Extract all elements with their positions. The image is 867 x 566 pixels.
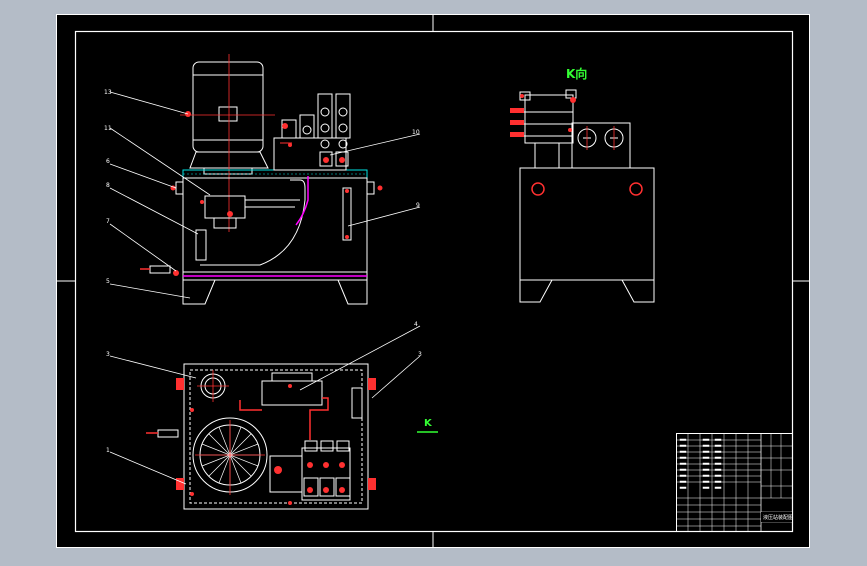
balloon-11: 11 bbox=[104, 125, 112, 132]
title-block-glyph bbox=[679, 462, 687, 465]
balloon-8: 8 bbox=[106, 182, 110, 189]
balloon-10: 10 bbox=[412, 129, 420, 136]
title-block-glyph bbox=[679, 450, 687, 453]
title-block-name: 液压站装配图 bbox=[763, 514, 793, 521]
balloon-7: 7 bbox=[106, 218, 110, 225]
title-block-glyph bbox=[702, 438, 710, 441]
pump bbox=[195, 195, 300, 261]
title-block-glyph bbox=[679, 444, 687, 447]
title-block-glyph bbox=[714, 450, 722, 453]
balloon-3b: 3 bbox=[418, 351, 422, 358]
front-view bbox=[140, 54, 383, 305]
title-block-glyph bbox=[702, 462, 710, 465]
drain-valve-top bbox=[146, 429, 179, 438]
level-gauge bbox=[342, 187, 352, 241]
title-block-glyph bbox=[679, 474, 687, 477]
balloon-5: 5 bbox=[106, 278, 110, 285]
valve-stack-front bbox=[273, 93, 351, 171]
title-block-glyph bbox=[702, 474, 710, 477]
k-view-marker: K bbox=[424, 418, 433, 429]
title-block-glyph bbox=[679, 480, 687, 483]
top-leaders bbox=[109, 325, 421, 485]
drawing-sheet bbox=[56, 14, 810, 548]
title-block-glyph bbox=[714, 444, 722, 447]
title-block-glyph bbox=[714, 486, 722, 489]
frame-center-marks bbox=[56, 14, 810, 548]
k-view: K向 bbox=[510, 66, 655, 303]
balloon-6: 6 bbox=[106, 158, 110, 165]
balloon-1: 1 bbox=[106, 447, 110, 454]
pressure-pipe bbox=[295, 176, 309, 226]
title-block-glyph bbox=[679, 486, 687, 489]
k-view-title: K向 bbox=[566, 66, 587, 81]
front-leaders bbox=[109, 91, 421, 299]
balloon-13: 13 bbox=[104, 89, 112, 96]
front-balloons: 13 11 6 8 7 5 10 9 bbox=[104, 89, 420, 285]
title-block-glyph bbox=[714, 468, 722, 471]
balloon-9: 9 bbox=[416, 202, 420, 209]
title-block-glyph bbox=[679, 456, 687, 459]
title-block-glyph bbox=[702, 486, 710, 489]
title-block-glyph bbox=[714, 462, 722, 465]
title-block-glyph bbox=[702, 456, 710, 459]
top-balloons: 3 4 3 1 bbox=[106, 321, 422, 454]
title-block: 液压站装配图 bbox=[676, 433, 793, 532]
title-block-glyph bbox=[714, 474, 722, 477]
title-block-glyph bbox=[679, 438, 687, 441]
drain-valve bbox=[140, 265, 179, 276]
balloon-3a: 3 bbox=[106, 351, 110, 358]
title-block-glyph bbox=[714, 456, 722, 459]
title-block-glyph bbox=[702, 450, 710, 453]
title-block-glyph bbox=[702, 480, 710, 483]
balloon-4: 4 bbox=[414, 321, 418, 328]
top-view: K bbox=[146, 363, 438, 510]
title-block-glyph bbox=[714, 438, 722, 441]
tank-body bbox=[182, 177, 368, 305]
title-block-glyph bbox=[702, 468, 710, 471]
title-block-glyph bbox=[702, 444, 710, 447]
title-block-glyph bbox=[714, 480, 722, 483]
title-block-glyph bbox=[679, 468, 687, 471]
